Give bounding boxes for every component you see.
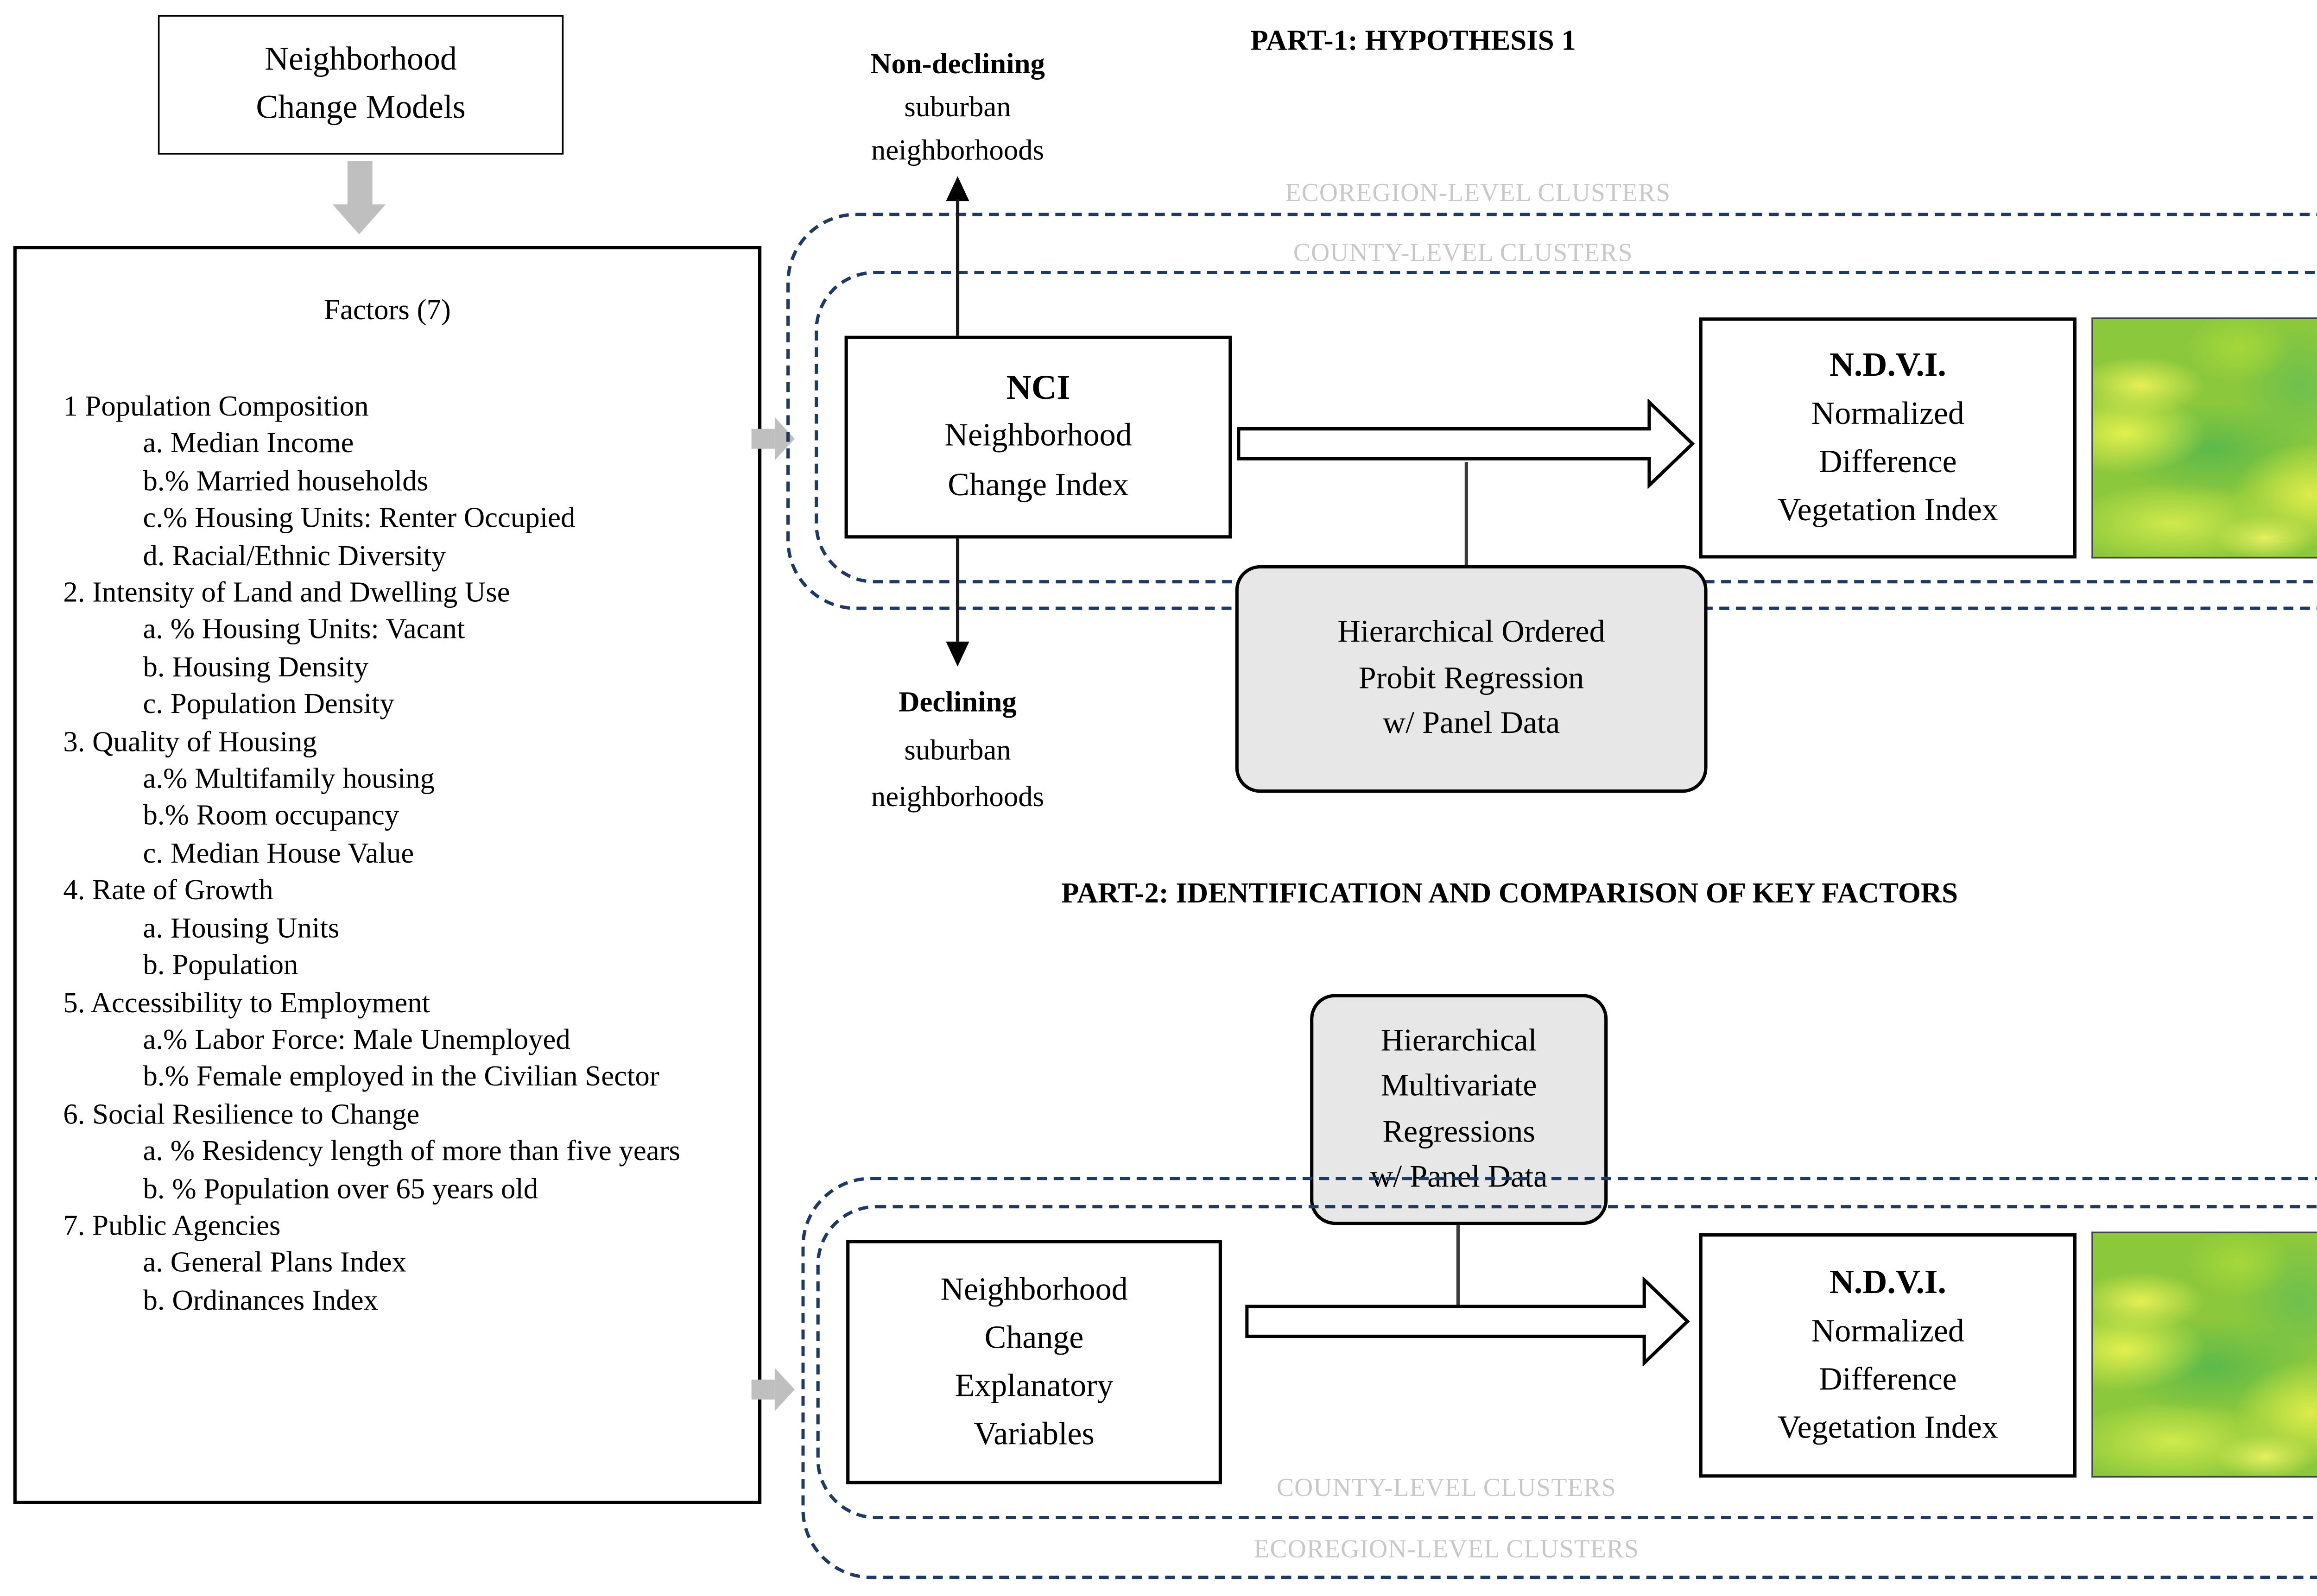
ndvi2-title: N.D.V.I.	[1829, 1264, 1946, 1301]
factor-item: a. Housing Units	[143, 910, 340, 944]
part1-county-label: COUNTY-LEVEL CLUSTERS	[1293, 239, 1633, 268]
factor-item: b.% Married households	[143, 463, 429, 497]
non-declining-label: Non-declining suburban neighborhoods	[800, 42, 1116, 171]
neighborhood-change-models-label-line1: Neighborhood	[265, 41, 457, 78]
nci-up-line	[956, 199, 960, 336]
non-declining-line1: Non-declining	[870, 46, 1045, 80]
gray-down-arrowhead-icon	[332, 204, 386, 234]
nci-line3: Change Index	[948, 468, 1129, 504]
part2-ecoregion-cluster-rect	[801, 1177, 2317, 1579]
factor-item: b.% Female employed in the Civilian Sect…	[143, 1059, 659, 1093]
gray-right-arrow-1-icon	[751, 429, 775, 449]
flow-arrow-part2-icon	[1245, 1276, 1690, 1367]
factor-item: d. Racial/Ethnic Diversity	[143, 538, 446, 571]
declining-line1: Declining	[899, 685, 1017, 718]
ndvi1-line4: Vegetation Index	[1777, 492, 1998, 528]
factor-item: 4. Rate of Growth	[63, 873, 273, 907]
probit-line1: Hierarchical Ordered	[1337, 615, 1605, 650]
probit-line3: w/ Panel Data	[1382, 707, 1560, 742]
multivariate-line2: Multivariate	[1380, 1068, 1537, 1104]
factor-item: c. Median House Value	[143, 836, 414, 869]
part1-ecoregion-label: ECOREGION-LEVEL CLUSTERS	[1285, 179, 1671, 208]
neighborhood-change-models-box: Neighborhood Change Models	[158, 15, 564, 155]
ndvi2-line3: Difference	[1818, 1362, 1957, 1397]
ndvi2-line2: Normalized	[1811, 1314, 1964, 1349]
factor-item: a. Median Income	[143, 426, 354, 460]
neighborhood-change-models-label-line2: Change Models	[256, 89, 466, 126]
nci-line2: Neighborhood	[944, 419, 1132, 454]
probit-line2: Probit Regression	[1358, 661, 1584, 696]
factor-item: b. % Population over 65 years old	[143, 1171, 538, 1205]
factor-item: 2. Intensity of Land and Dwelling Use	[63, 575, 510, 609]
ndvi1-title: N.D.V.I.	[1829, 347, 1946, 383]
ndvi1-line3: Difference	[1818, 444, 1957, 480]
vars-line4: Variables	[974, 1417, 1095, 1452]
factor-item: c. Population Density	[143, 687, 394, 720]
part2-ecoregion-label: ECOREGION-LEVEL CLUSTERS	[1253, 1536, 1640, 1564]
multivariate-line3: Regressions	[1382, 1114, 1535, 1149]
factor-item: a. % Residency length of more than five …	[143, 1134, 680, 1167]
declining-label: Declining suburban neighborhoods	[800, 678, 1116, 820]
part1-method-connector-line	[1464, 462, 1468, 565]
multivariate-method-box: Hierarchical Multivariate Regressions w/…	[1310, 994, 1608, 1225]
nci-down-line	[956, 538, 960, 642]
factor-item: a. % Housing Units: Vacant	[143, 612, 465, 646]
factor-item: 3. Quality of Housing	[63, 724, 317, 757]
explanatory-variables-box: Neighborhood Change Explanatory Variable…	[846, 1240, 1222, 1484]
part2-heading: PART-2: IDENTIFICATION AND COMPARISON OF…	[1061, 876, 1958, 909]
non-declining-line2: suburban	[904, 89, 1011, 123]
non-declining-line3: neighborhoods	[871, 133, 1045, 166]
factor-item: b.% Room occupancy	[143, 798, 399, 832]
gray-right-arrowhead-2-icon	[774, 1368, 795, 1411]
nci-box: NCI Neighborhood Change Index	[844, 335, 1232, 539]
ndvi2-line4: Vegetation Index	[1777, 1410, 1998, 1445]
flow-arrow-part1-icon	[1237, 399, 1695, 489]
part1-heading: PART-1: HYPOTHESIS 1	[1250, 23, 1576, 57]
gray-right-arrow-2-icon	[751, 1379, 775, 1400]
part2-method-connector-line	[1456, 1225, 1460, 1306]
factor-item: 5. Accessibility to Employment	[63, 984, 430, 1018]
gray-down-arrow-icon	[347, 161, 373, 206]
factor-item: 7. Public Agencies	[63, 1208, 281, 1242]
factor-item: 6. Social Resilience to Change	[63, 1096, 420, 1130]
declining-line3: neighborhoods	[871, 779, 1045, 813]
part2-county-cluster-rect	[816, 1205, 2317, 1520]
factor-item: a.% Labor Force: Male Unemployed	[143, 1022, 570, 1055]
gray-right-arrowhead-1-icon	[774, 417, 795, 461]
vars-line3: Explanatory	[955, 1369, 1114, 1404]
ndvi-box-part2: N.D.V.I. Normalized Difference Vegetatio…	[1699, 1233, 2077, 1478]
factor-item: b. Population	[143, 947, 298, 981]
factors-title: Factors (7)	[324, 292, 451, 326]
nci-title: NCI	[1006, 367, 1070, 407]
factor-item: a. General Plans Index	[143, 1245, 406, 1279]
ndvi-satellite-image-part2	[2091, 1231, 2317, 1478]
factor-item: c.% Housing Units: Renter Occupied	[143, 500, 576, 534]
vars-line2: Change	[984, 1320, 1084, 1356]
factor-item: a.% Multifamily housing	[143, 761, 435, 795]
vars-line1: Neighborhood	[940, 1272, 1128, 1307]
part2-county-label: COUNTY-LEVEL CLUSTERS	[1276, 1474, 1616, 1503]
declining-line2: suburban	[904, 732, 1011, 766]
down-arrowhead-icon	[946, 641, 969, 667]
factor-item: 1 Population Composition	[63, 389, 369, 423]
ndvi1-line2: Normalized	[1811, 396, 1964, 432]
factor-item: b. Ordinances Index	[143, 1282, 378, 1316]
probit-method-box: Hierarchical Ordered Probit Regression w…	[1235, 565, 1708, 793]
ndvi-satellite-image-part1	[2091, 317, 2317, 559]
up-arrowhead-icon	[946, 176, 969, 202]
multivariate-line1: Hierarchical	[1380, 1023, 1537, 1058]
ndvi-box-part1: N.D.V.I. Normalized Difference Vegetatio…	[1699, 317, 2077, 559]
factor-item: b. Housing Density	[143, 650, 369, 683]
